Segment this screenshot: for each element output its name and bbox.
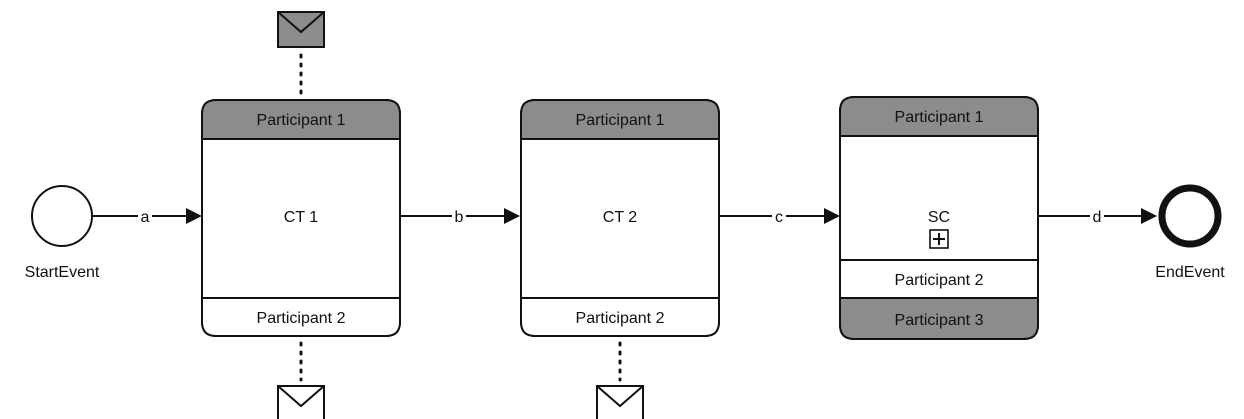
ct1-bottom-participant: Participant 2: [257, 310, 346, 327]
flow-label-a: a: [141, 209, 150, 226]
flow-label-bg: [1090, 208, 1104, 224]
arrowhead-icon: [504, 208, 520, 224]
participant-band: [839, 259, 1039, 299]
ct2-top-participant: Participant 1: [576, 112, 665, 129]
sequence-flow-a[interactable]: a: [92, 208, 202, 226]
envelope-flap: [596, 385, 644, 408]
end-event[interactable]: [1158, 184, 1222, 248]
sequence-flow-d[interactable]: d: [1038, 208, 1157, 226]
flow-label-bg: [138, 208, 152, 224]
ct2-bottom-participant: Participant 2: [576, 310, 665, 327]
ct1-top-participant: Participant 1: [257, 112, 346, 129]
flow-label-bg: [452, 208, 466, 224]
flow-label-b: b: [455, 209, 464, 226]
initiating-participant-band: [520, 99, 720, 140]
participant-band: [201, 297, 401, 337]
start-event-circle: [31, 185, 93, 247]
participant-band: [520, 297, 720, 337]
arrowhead-icon: [1141, 208, 1157, 224]
end-event-circle: [1158, 184, 1222, 248]
message-ct1-bottom[interactable]: [277, 385, 325, 419]
envelope-flap: [277, 385, 325, 408]
sequence-flow-b[interactable]: b: [400, 208, 520, 226]
sc-participant-2: Participant 2: [895, 272, 984, 289]
plus-icon[interactable]: [929, 229, 949, 249]
envelope-flap: [277, 11, 325, 34]
start-event[interactable]: [31, 185, 93, 247]
sequence-flow-c[interactable]: c: [719, 208, 840, 226]
choreography-task-ct2[interactable]: Participant 1 CT 2 Participant 2: [520, 99, 720, 337]
start-event-label: StartEvent: [25, 264, 100, 281]
ct1-task-name: CT 1: [284, 209, 318, 226]
initiating-participant-band: [839, 96, 1039, 137]
end-event-label: EndEvent: [1155, 264, 1225, 281]
flow-label-c: c: [775, 209, 783, 226]
sc-top-participant: Participant 1: [895, 109, 984, 126]
arrowhead-icon: [186, 208, 202, 224]
ct2-task-name: CT 2: [603, 209, 637, 226]
initiating-participant-band: [201, 99, 401, 140]
message-ct1-top[interactable]: [277, 11, 325, 48]
flow-label-bg: [772, 208, 786, 224]
arrowhead-icon: [824, 208, 840, 224]
message-ct2-bottom[interactable]: [596, 385, 644, 419]
sub-choreography-sc[interactable]: Participant 1 SC Participant 2 Participa…: [839, 96, 1039, 340]
choreography-task-ct1[interactable]: Participant 1 CT 1 Participant 2: [201, 99, 401, 337]
sc-participant-3: Participant 3: [895, 312, 984, 329]
sc-task-name: SC: [928, 209, 950, 226]
flow-label-d: d: [1093, 209, 1102, 226]
participant-band-dark: [839, 297, 1039, 340]
